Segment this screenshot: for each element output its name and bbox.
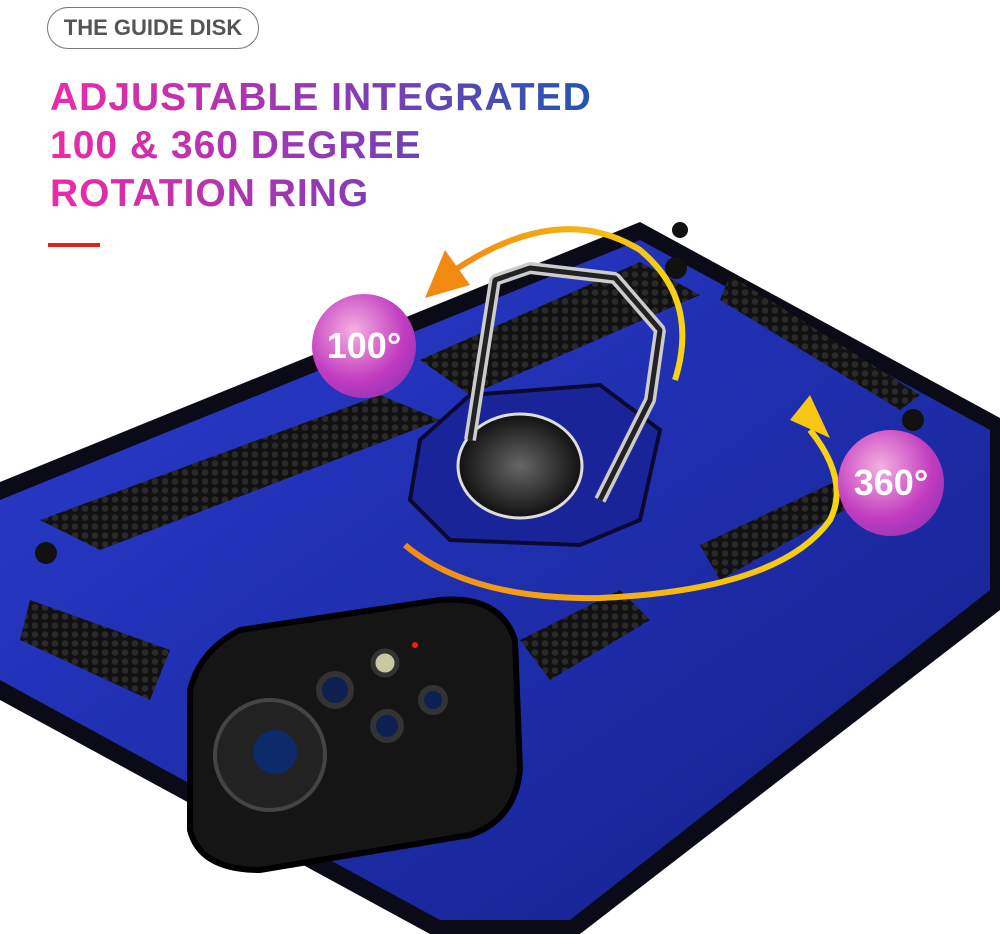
guide-disk-tag: THE GUIDE DISK — [47, 7, 259, 49]
accent-divider — [48, 243, 100, 247]
badge-100-degree: 100° — [312, 294, 416, 398]
headline-line-2: 100 & 360 DEGREE — [50, 124, 422, 167]
arrow-head-left-icon — [425, 250, 470, 298]
headline-line-3: ROTATION RING — [50, 172, 370, 215]
camera-module — [187, 596, 524, 874]
headline-line-1: ADJUSTABLE INTEGRATED — [50, 76, 592, 119]
badge-360-degree: 360° — [838, 430, 944, 536]
phone-case — [0, 222, 1000, 934]
rotation-arrows — [403, 226, 840, 602]
arrow-head-right-icon — [790, 395, 830, 438]
ring-holder — [407, 262, 666, 548]
headline: ADJUSTABLE INTEGRATED 100 & 360 DEGREE R… — [50, 74, 590, 218]
